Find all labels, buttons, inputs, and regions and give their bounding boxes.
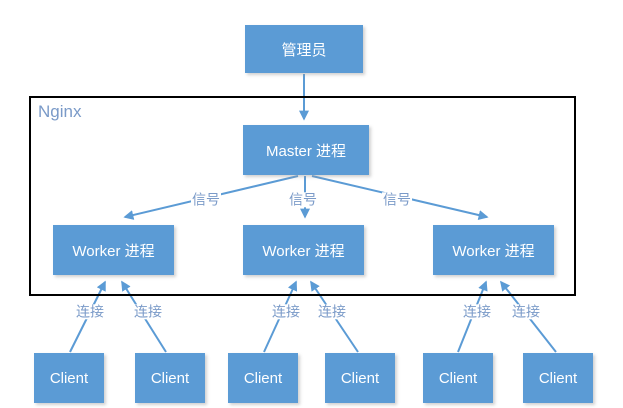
worker-process-node-2: Worker 进程 — [243, 225, 364, 275]
client-node-4: Client — [325, 353, 395, 403]
connection-edge-label-2: 连接 — [133, 303, 163, 320]
worker-process-node-3: Worker 进程 — [433, 225, 554, 275]
nginx-container-box — [29, 96, 576, 296]
master-process-node: Master 进程 — [243, 125, 369, 175]
client-node-6: Client — [523, 353, 593, 403]
connection-edge-label-1: 连接 — [75, 303, 105, 320]
client-node-1: Client — [34, 353, 104, 403]
admin-node: 管理员 — [245, 25, 363, 73]
worker-process-node-1: Worker 进程 — [53, 225, 174, 275]
nginx-container-label: Nginx — [38, 102, 82, 121]
connection-edge-label-6: 连接 — [511, 303, 541, 320]
signal-edge-label-3: 信号 — [382, 191, 412, 208]
connection-edge-label-4: 连接 — [317, 303, 347, 320]
connection-edge-label-3: 连接 — [271, 303, 301, 320]
signal-edge-label-2: 信号 — [288, 191, 318, 208]
client-node-5: Client — [423, 353, 493, 403]
client-node-3: Client — [228, 353, 298, 403]
signal-edge-label-1: 信号 — [191, 191, 221, 208]
client-node-2: Client — [135, 353, 205, 403]
connection-edge-label-5: 连接 — [462, 303, 492, 320]
